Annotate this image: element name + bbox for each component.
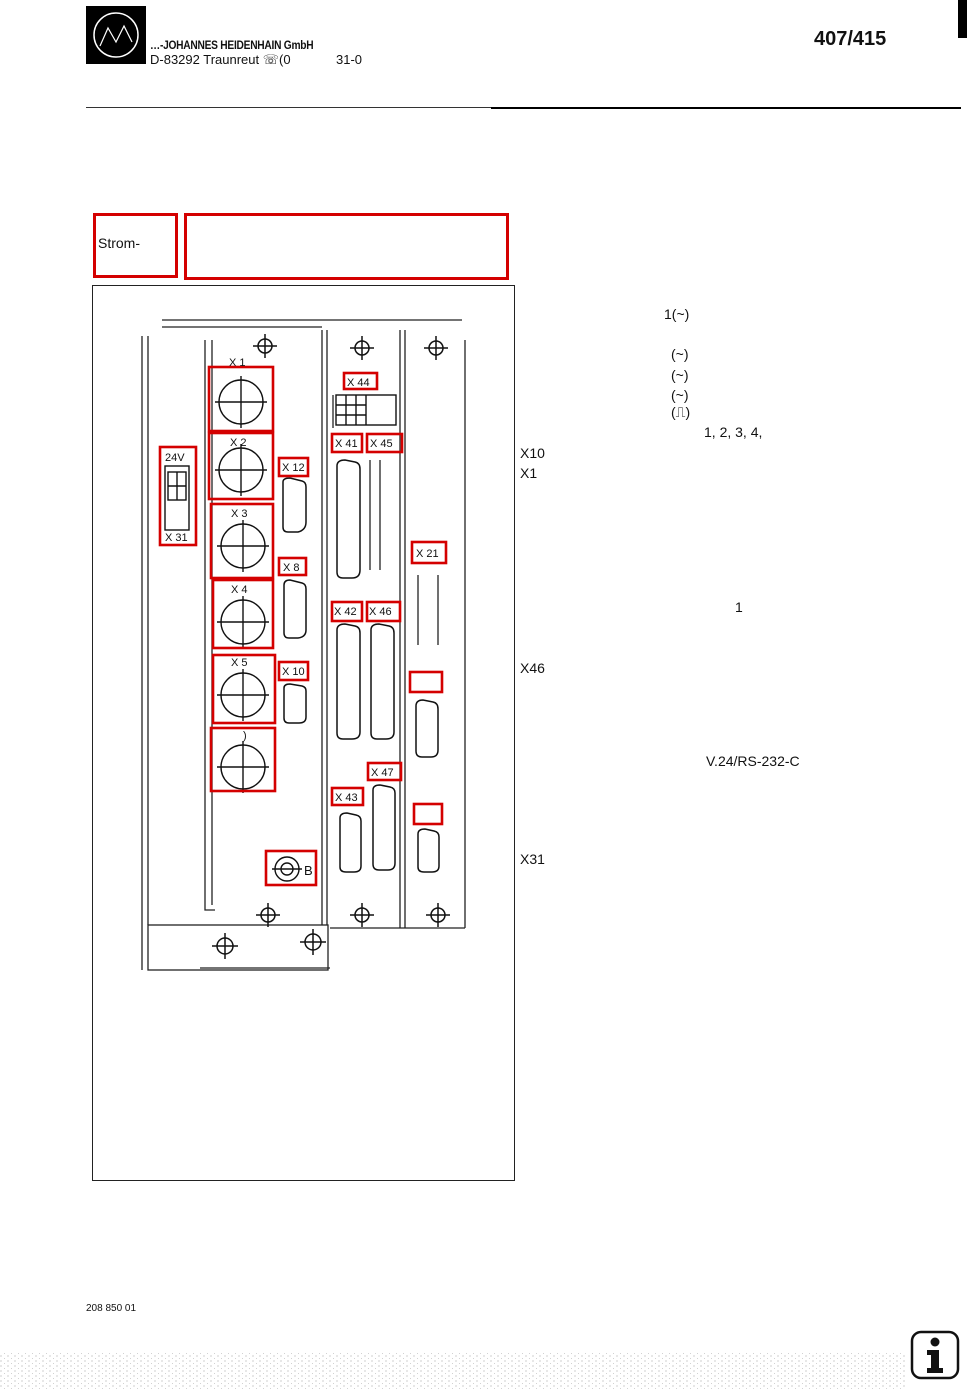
dsub-x43 [339, 812, 362, 873]
round-connector-x1 [215, 376, 267, 428]
info-icon[interactable] [910, 1330, 960, 1380]
dsub-x10 [283, 683, 307, 724]
company-address: D-83292 Traunreut ☏(0 [150, 52, 291, 67]
bnc-connector-b [272, 856, 302, 882]
screw-icon [424, 336, 448, 360]
strom-label-box [93, 213, 178, 278]
round-connector-x5 [217, 669, 269, 721]
highlight-x47 [366, 761, 403, 782]
label-b: B [304, 863, 313, 878]
highlight-empty-2 [412, 802, 444, 826]
label-x1: X 1 [229, 357, 246, 369]
signal-label-1: 1(~) [664, 306, 690, 322]
text-one: 1 [735, 599, 743, 615]
highlight-x42 [330, 600, 364, 623]
round-connector-x4 [217, 596, 269, 648]
highlight-x43 [330, 786, 365, 807]
label-24v: 24V [165, 452, 185, 464]
round-connector-x3 [217, 520, 269, 572]
highlight-x3 [209, 502, 275, 580]
dsub-x12 [282, 477, 307, 533]
text-x46: X46 [520, 660, 545, 676]
label-x6: ) [243, 730, 247, 742]
highlight-b [264, 849, 318, 887]
dsub-x42 [336, 623, 361, 740]
label-x5: X 5 [231, 657, 248, 669]
dsub-x41 [336, 459, 361, 579]
header-rule-thick [491, 107, 961, 109]
label-x42: X 42 [334, 606, 357, 618]
signal-label-4: (~) [671, 387, 689, 403]
highlight-empty-1 [408, 670, 444, 694]
header-rule-thin [86, 107, 491, 108]
highlight-x2 [207, 431, 275, 501]
dsub-x46 [370, 623, 395, 740]
label-x12: X 12 [282, 462, 305, 474]
highlight-x5 [211, 653, 277, 725]
page-number: 407/415 [814, 28, 887, 50]
label-x46: X 46 [369, 606, 392, 618]
label-x45: X 45 [370, 438, 393, 450]
highlight-x1 [207, 365, 275, 433]
dsub-right-upper [415, 699, 439, 758]
power-terminal-block [164, 465, 190, 531]
highlight-x4 [211, 578, 275, 650]
text-x10: X10 [520, 445, 545, 461]
signal-numbers: 1, 2, 3, 4, [704, 424, 763, 440]
strom-label: Strom- [98, 235, 140, 251]
label-x44: X 44 [347, 377, 370, 389]
highlight-24v [158, 445, 198, 547]
round-connector-x6 [217, 741, 269, 793]
edge-mark [958, 0, 967, 38]
left-card-edge [204, 340, 215, 911]
screw-icon [253, 334, 277, 358]
company-phone-suffix: 31-0 [336, 52, 363, 67]
round-connector-x2 [215, 444, 267, 496]
highlight-x12 [277, 456, 310, 478]
text-x31: X31 [520, 851, 545, 867]
diagram-frame [92, 285, 515, 1181]
company-name: …-JOHANNES HEIDENHAIN GmbH [150, 38, 314, 52]
screw-icon [256, 903, 280, 927]
screw-icon [426, 903, 450, 927]
signal-label-2: (~) [671, 346, 689, 362]
heidenhain-logo-icon [86, 6, 146, 64]
scan-noise [0, 1353, 905, 1389]
highlight-x44 [342, 371, 379, 391]
highlight-x46 [365, 600, 402, 623]
signal-label-3: (~) [671, 367, 689, 383]
text-x1: X1 [520, 465, 538, 481]
screw-icon [212, 933, 238, 959]
label-x31: X 31 [165, 532, 188, 544]
highlight-x41 [330, 432, 364, 454]
dsub-x47 [372, 784, 396, 871]
label-x8: X 8 [283, 562, 300, 574]
dsub-right-lower [417, 828, 440, 873]
label-x43: X 43 [335, 792, 358, 804]
screw-icon [350, 903, 374, 927]
screw-icon [350, 336, 374, 360]
label-x2: X 2 [230, 437, 247, 449]
text-rs232: V.24/RS-232-C [706, 753, 800, 769]
label-x41: X 41 [335, 438, 358, 450]
highlight-x8 [277, 556, 308, 577]
document-number: 208 850 01 [86, 1303, 137, 1314]
bottom-panel [147, 924, 329, 971]
highlight-x10 [277, 660, 310, 682]
label-x21: X 21 [416, 548, 439, 560]
screw-icon [300, 929, 326, 955]
dsub-x8 [283, 579, 307, 639]
highlight-x6 [209, 726, 277, 793]
label-x47: X 47 [371, 767, 394, 779]
label-x4: X 4 [231, 584, 248, 596]
label-x10: X 10 [282, 666, 305, 678]
signal-label-5: (⎍) [671, 404, 691, 420]
highlight-x45 [365, 432, 404, 454]
title-box [184, 213, 509, 280]
label-x3: X 3 [231, 508, 248, 520]
highlight-x21 [410, 540, 448, 565]
